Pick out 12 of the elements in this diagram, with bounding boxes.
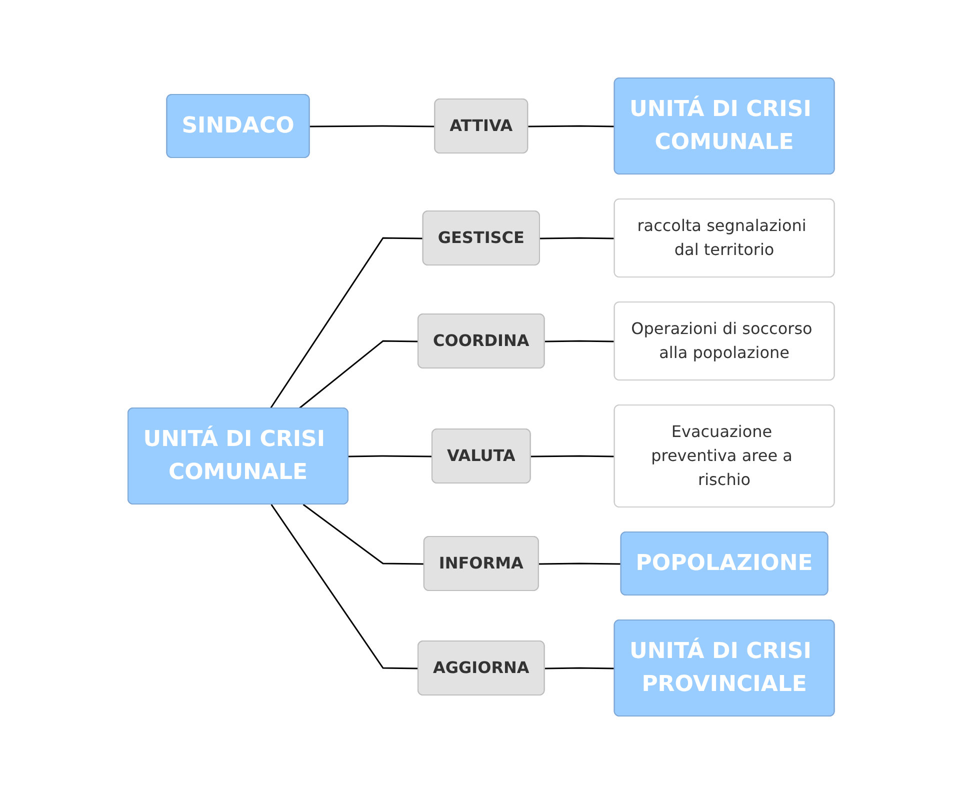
connector	[348, 454, 432, 457]
connector	[270, 236, 424, 408]
connector	[538, 562, 622, 564]
connector	[302, 503, 424, 564]
connector	[298, 340, 418, 409]
connector	[544, 340, 615, 342]
connector	[540, 236, 615, 239]
connector	[310, 124, 436, 127]
connector	[270, 504, 418, 669]
connector	[544, 666, 615, 669]
connector	[528, 124, 615, 127]
connector	[530, 454, 615, 457]
